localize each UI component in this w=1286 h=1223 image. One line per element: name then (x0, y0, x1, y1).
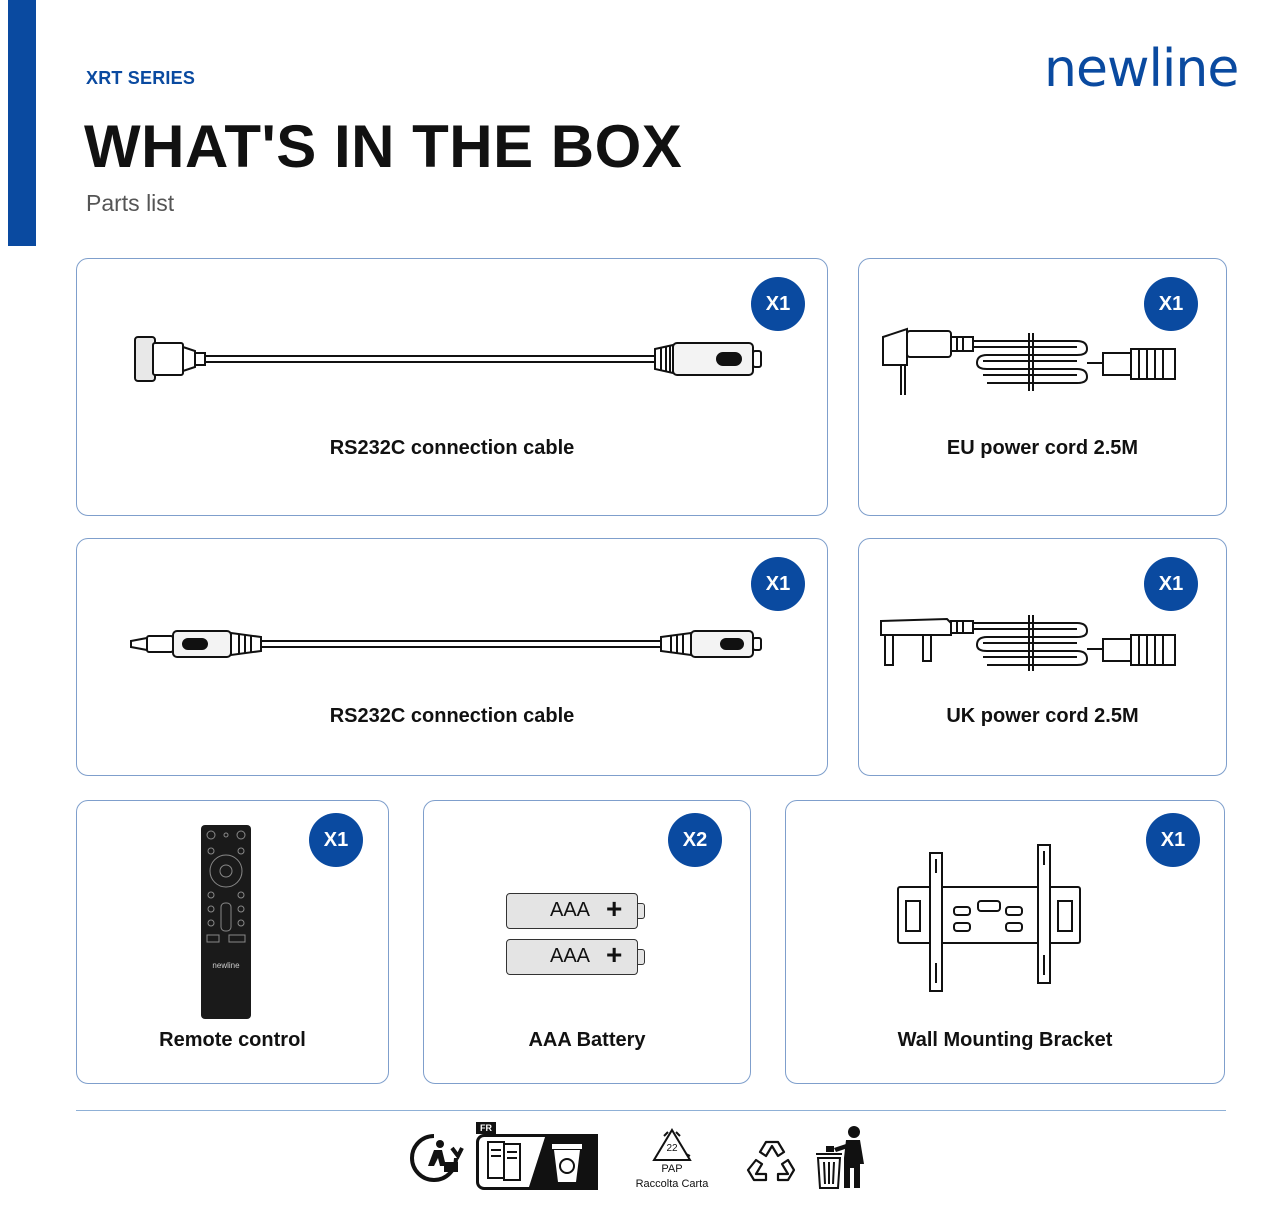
fr-tag: FR (476, 1122, 496, 1134)
quantity-badge: X1 (1144, 277, 1198, 331)
uk-power-cord-icon (880, 615, 1176, 671)
aaa-battery-icon: AAA + (506, 939, 648, 977)
item-card-rs232-db9: X1 RS232C connection cable (76, 258, 828, 516)
quantity-badge: X1 (751, 557, 805, 611)
footer-divider (76, 1110, 1226, 1111)
item-label: EU power cord 2.5M (946, 437, 1139, 459)
pap-22-recycle-icon: 22 PAP Raccolta Carta (628, 1128, 718, 1194)
item-label: Wall Mounting Bracket (897, 1029, 1113, 1051)
remote-control-icon: newline (201, 825, 251, 1019)
item-card-eu-power-cord: X1 EU power cord 2.5M (858, 258, 1227, 516)
newline-logo: newline (1044, 39, 1239, 99)
quantity-badge: X1 (751, 277, 805, 331)
raccolta-label: Raccolta Carta (635, 1178, 709, 1190)
item-label: RS232C connection cable (329, 705, 575, 727)
remote-brand-label: newline (212, 961, 240, 970)
recycle-icon (746, 1140, 796, 1182)
rs232-audio-jack-cable-icon (130, 630, 762, 658)
item-card-battery: X2 AAA + AAA + AAA Battery (423, 800, 751, 1084)
quantity-badge: X1 (1146, 813, 1200, 867)
battery-text: AAA (550, 945, 591, 967)
item-label: Remote control (159, 1029, 306, 1051)
battery-plus-icon: + (606, 939, 623, 970)
pap-label: PAP (661, 1163, 683, 1175)
triman-icon (410, 1134, 464, 1182)
fr-sorting-info-icon: FR (476, 1122, 598, 1192)
rs232-db9-cable-icon (134, 336, 762, 382)
item-card-remote: X1 newline Remote control (76, 800, 389, 1084)
item-label: RS232C connection cable (329, 437, 575, 459)
series-label: XRT SERIES (86, 68, 196, 88)
page-subtitle: Parts list (86, 190, 175, 216)
battery-text: AAA (550, 899, 591, 921)
item-label: AAA Battery (528, 1029, 646, 1051)
wall-bracket-icon (897, 844, 1081, 992)
item-card-bracket: X1 Wall Mounting Bracket (785, 800, 1225, 1084)
quantity-badge: X1 (1144, 557, 1198, 611)
quantity-badge: X2 (668, 813, 722, 867)
page-title: WHAT'S IN THE BOX (84, 113, 683, 180)
item-card-rs232-jack: X1 RS232C connection cable (76, 538, 828, 776)
item-card-uk-power-cord: X1 UK power cord 2.5M (858, 538, 1227, 776)
tidyman-icon (816, 1126, 864, 1189)
quantity-badge: X1 (309, 813, 363, 867)
recycle-number: 22 (666, 1143, 678, 1154)
battery-plus-icon: + (606, 893, 623, 924)
aaa-battery-icon: AAA + (506, 893, 648, 931)
item-label: UK power cord 2.5M (946, 705, 1139, 727)
accent-bar (8, 0, 36, 246)
eu-power-cord-icon (882, 327, 1176, 395)
